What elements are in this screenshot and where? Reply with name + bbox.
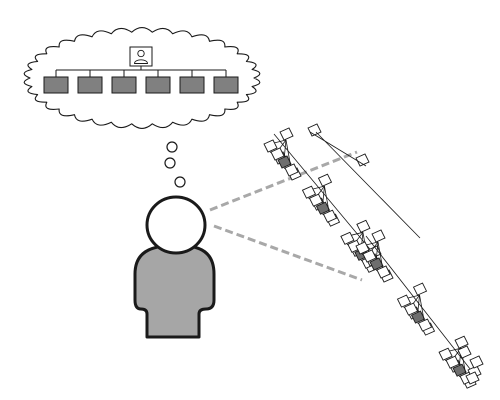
person-figure: [133, 195, 216, 339]
hierarchy-node: [371, 229, 386, 243]
hierarchy-link: [285, 139, 292, 169]
simple-hierarchy: [43, 46, 239, 94]
hierarchy-node: [355, 153, 370, 167]
hierarchy-link: [419, 295, 425, 324]
hierarchy-node-highlighted: [369, 257, 384, 271]
hierarchy-child-box: [213, 76, 239, 94]
hierarchy-child-box: [43, 76, 69, 94]
thought-cloud: [23, 27, 261, 129]
person-body: [133, 244, 216, 339]
hierarchy-node: [317, 173, 333, 187]
hierarchy-child-box: [111, 76, 137, 94]
hierarchy-node: [403, 302, 419, 316]
hierarchy-node: [356, 219, 371, 233]
thought-bubble-small: [174, 176, 186, 188]
hierarchy-node: [376, 265, 391, 279]
thought-bubble-small: [166, 141, 178, 153]
thought-bubble-trail: [164, 141, 186, 188]
hierarchy-node: [340, 231, 355, 245]
hierarchy-node: [396, 294, 412, 308]
hierarchy-node-highlighted: [452, 363, 467, 377]
hierarchy-node: [322, 209, 338, 223]
hierarchy-link: [377, 241, 384, 271]
hierarchy-node-highlighted: [277, 155, 292, 169]
hierarchy-node: [301, 185, 317, 199]
hierarchy-node: [465, 371, 480, 385]
hierarchy-node: [412, 282, 428, 296]
thought-cloud-outline: [23, 27, 261, 129]
hierarchy-node: [454, 335, 469, 349]
hierarchy-link: [375, 241, 379, 263]
hierarchy-node-highlighted: [315, 201, 331, 215]
hierarchy-link: [283, 139, 287, 161]
hierarchy-link: [365, 235, 475, 375]
hierarchy-node: [284, 163, 299, 177]
hierarchy-node: [307, 123, 322, 137]
hierarchy-node-highlighted: [410, 310, 426, 324]
hierarchy-link: [324, 186, 330, 215]
hierarchy-node: [279, 127, 294, 141]
hierarchy-node: [263, 139, 278, 153]
hierarchy-link: [322, 186, 325, 207]
person-icon: [134, 49, 148, 64]
sight-line-lower: [213, 224, 363, 282]
person-head: [145, 195, 207, 255]
sight-lines: [209, 150, 363, 282]
hierarchy-node: [355, 241, 370, 255]
complex-hierarchy: [263, 123, 484, 389]
hierarchy-link: [417, 295, 420, 316]
hierarchy-node: [457, 345, 472, 359]
hierarchy-child-box: [179, 76, 205, 94]
hierarchy-child-box: [77, 76, 103, 94]
sight-line-upper: [209, 150, 358, 212]
hierarchy-link: [315, 131, 421, 239]
hierarchy-children: [43, 70, 239, 94]
hierarchy-link: [309, 131, 367, 167]
hierarchy-child-box: [145, 76, 171, 94]
thought-bubble-small: [164, 157, 176, 169]
hierarchy-node: [438, 347, 453, 361]
hierarchy-node: [417, 318, 433, 332]
hierarchy-node: [469, 355, 484, 369]
